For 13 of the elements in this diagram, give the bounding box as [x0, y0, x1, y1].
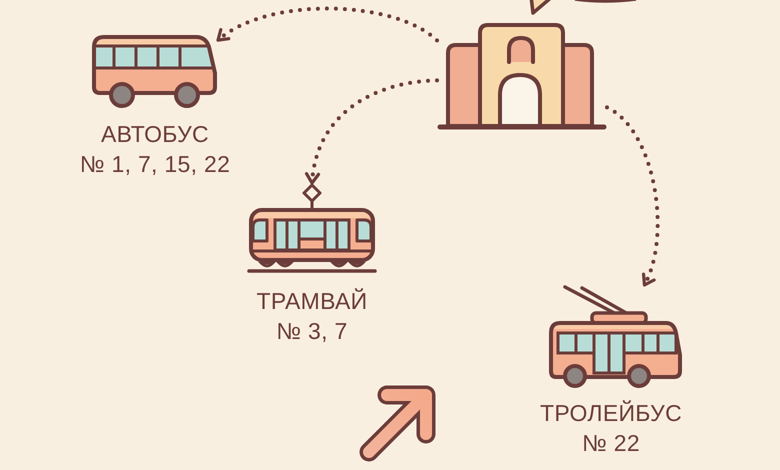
dotted-arrow	[306, 78, 439, 185]
tram-icon	[247, 183, 377, 275]
bus-icon	[92, 35, 218, 108]
dotted-arrow	[605, 105, 660, 287]
route-number-label: № 3, 7	[276, 318, 348, 344]
arch-gate-icon	[437, 22, 607, 130]
route-number-label: № 22	[582, 430, 640, 456]
transport-type-label: ТРОЛЕЙБУС	[540, 400, 682, 426]
dotted-arrow	[216, 6, 439, 42]
transport-type-label: ТРАМВАЙ	[256, 288, 368, 314]
transport-type-label: АВТОБУС	[101, 121, 209, 147]
route-number-label: № 1, 7, 15, 22	[80, 151, 230, 177]
trolleybus-icon	[548, 285, 682, 388]
